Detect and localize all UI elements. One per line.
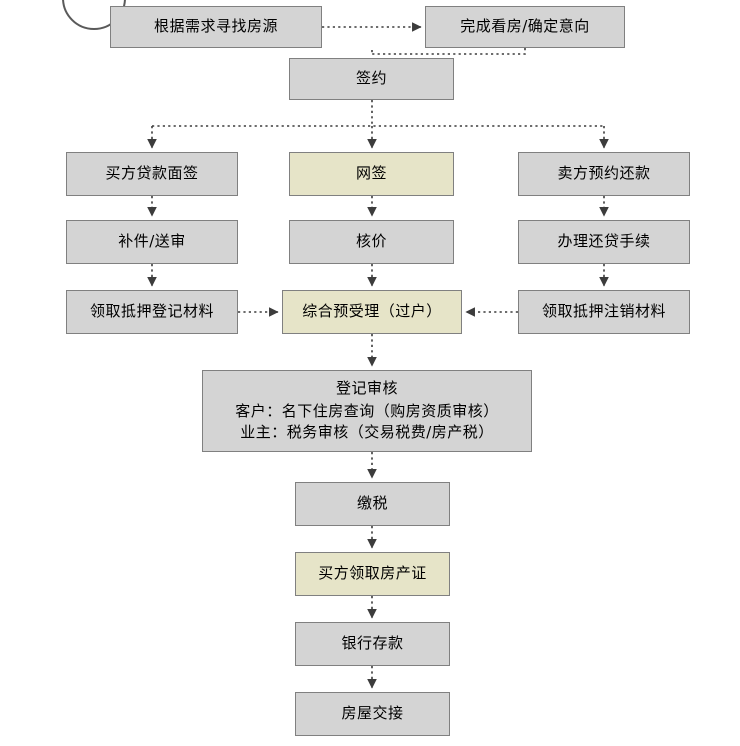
node-sign-contract[interactable]: 签约 bbox=[289, 58, 454, 100]
node-label: 综合预受理（过户） bbox=[302, 302, 442, 321]
node-label: 买方贷款面签 bbox=[105, 164, 199, 183]
node-price-verification[interactable]: 核价 bbox=[289, 220, 454, 264]
node-label: 领取抵押登记材料 bbox=[89, 302, 214, 321]
node-registration-review[interactable]: 登记审核 客户：名下住房查询（购房资质审核） 业主：税务审核（交易税费/房产税） bbox=[202, 370, 532, 452]
node-label: 领取抵押注销材料 bbox=[541, 302, 666, 321]
node-find-property[interactable]: 根据需求寻找房源 bbox=[110, 6, 322, 48]
node-label: 买方领取房产证 bbox=[318, 564, 427, 583]
node-label: 卖方预约还款 bbox=[557, 164, 651, 183]
node-detail-line-customer: 客户：名下住房查询（购房资质审核） bbox=[235, 401, 499, 420]
node-label: 根据需求寻找房源 bbox=[153, 17, 278, 36]
node-buyer-collect-title-deed[interactable]: 买方领取房产证 bbox=[295, 552, 450, 596]
node-label: 完成看房/确定意向 bbox=[460, 17, 590, 36]
node-label: 银行存款 bbox=[341, 634, 404, 653]
node-label: 补件/送审 bbox=[118, 232, 186, 251]
node-label: 缴税 bbox=[356, 494, 388, 513]
node-label: 房屋交接 bbox=[341, 704, 404, 723]
node-pay-tax[interactable]: 缴税 bbox=[295, 482, 450, 526]
node-online-signing[interactable]: 网签 bbox=[289, 152, 454, 196]
node-repayment-procedures[interactable]: 办理还贷手续 bbox=[518, 220, 690, 264]
node-collect-mortgage-registration-materials[interactable]: 领取抵押登记材料 bbox=[66, 290, 238, 334]
node-collect-mortgage-cancellation-materials[interactable]: 领取抵押注销材料 bbox=[518, 290, 690, 334]
node-label: 办理还贷手续 bbox=[557, 232, 651, 251]
node-seller-repayment-appointment[interactable]: 卖方预约还款 bbox=[518, 152, 690, 196]
node-bank-deposit[interactable]: 银行存款 bbox=[295, 622, 450, 666]
node-label: 网签 bbox=[355, 164, 387, 183]
node-label: 签约 bbox=[355, 69, 387, 88]
node-property-handover[interactable]: 房屋交接 bbox=[295, 692, 450, 736]
node-detail-line-owner: 业主：税务审核（交易税费/房产税） bbox=[240, 423, 494, 442]
node-comprehensive-pre-acceptance[interactable]: 综合预受理（过户） bbox=[282, 290, 462, 334]
node-buyer-loan-interview[interactable]: 买方贷款面签 bbox=[66, 152, 238, 196]
node-label: 核价 bbox=[355, 232, 387, 251]
node-supplement-documents[interactable]: 补件/送审 bbox=[66, 220, 238, 264]
node-viewing-intent[interactable]: 完成看房/确定意向 bbox=[425, 6, 625, 48]
node-label: 登记审核 bbox=[335, 378, 398, 397]
edge-n2-n3-a bbox=[372, 48, 526, 55]
